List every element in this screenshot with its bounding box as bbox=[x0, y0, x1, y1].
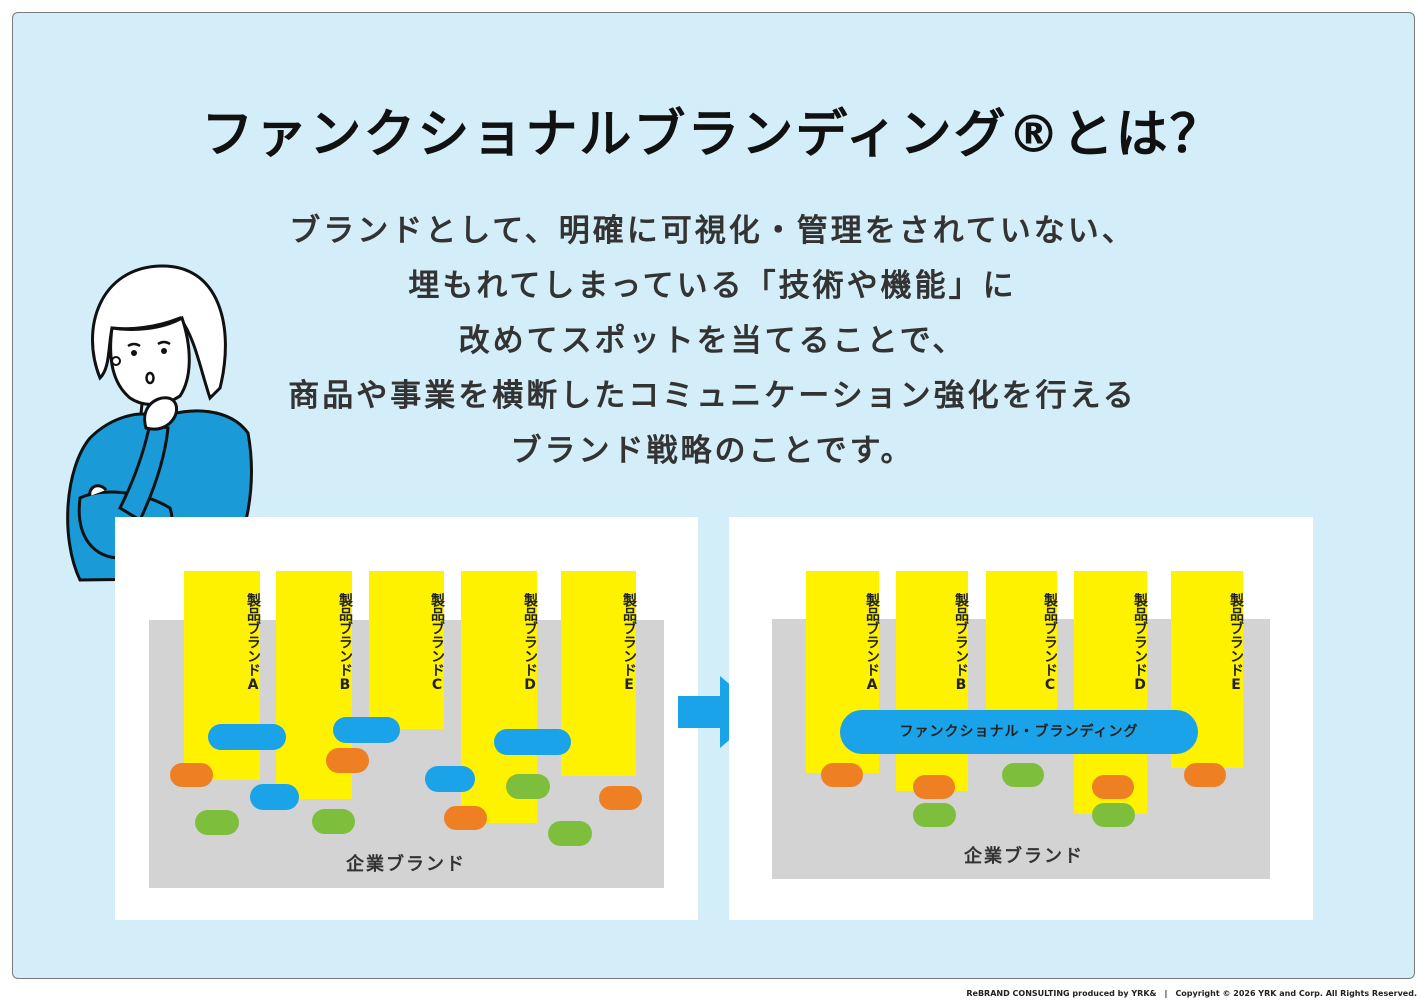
function-pill-blue bbox=[494, 729, 571, 755]
product-brand-column-d: 製品ブランドD bbox=[1074, 571, 1148, 814]
function-pill-orange bbox=[1092, 775, 1134, 799]
product-brand-label: 製品ブランドC bbox=[429, 593, 445, 693]
product-brand-label: 製品ブランドD bbox=[1132, 593, 1148, 693]
product-brand-column-e: 製品ブランドE bbox=[561, 571, 637, 776]
function-pill-orange bbox=[821, 763, 863, 787]
product-brand-column-c: 製品ブランドC bbox=[369, 571, 445, 729]
function-pill-green bbox=[1092, 803, 1135, 827]
function-pill-green bbox=[312, 809, 355, 834]
description-line-1: ブランドとして、明確に可視化・管理をされていない、 bbox=[289, 213, 1136, 249]
corporate-brand-label: 企業ブランド bbox=[346, 854, 466, 875]
page-title: ファンクショナルブランディング®とは？ bbox=[201, 105, 1224, 165]
description-line-4: 商品や事業を横断したコミュニケーション強化を行える bbox=[288, 378, 1137, 414]
product-brand-label: 製品ブランドB bbox=[337, 593, 353, 693]
product-brand-label: 製品ブランドD bbox=[522, 593, 538, 693]
product-brand-label: 製品ブランドE bbox=[1228, 593, 1244, 693]
footer-copyright: ReBRAND CONSULTING produced by YRK& | Co… bbox=[966, 989, 1417, 998]
function-pill-blue bbox=[425, 766, 475, 792]
product-brand-label: 製品ブランドA bbox=[864, 593, 880, 693]
function-pill-blue bbox=[208, 724, 286, 750]
function-pill-green bbox=[1002, 763, 1044, 787]
description-line-3: 改めてスポットを当てることで、 bbox=[458, 323, 967, 359]
product-brand-column-c: 製品ブランドC bbox=[986, 571, 1058, 723]
function-pill-orange bbox=[913, 775, 955, 799]
function-pill-blue bbox=[333, 717, 400, 743]
functional-branding-bar: ファンクショナル・ブランディング bbox=[840, 710, 1198, 754]
product-brand-label: 製品ブランドC bbox=[1042, 593, 1058, 693]
function-pill-orange bbox=[170, 763, 213, 787]
function-pill-blue bbox=[250, 784, 299, 810]
function-pill-green bbox=[506, 774, 550, 799]
function-pill-green bbox=[548, 821, 592, 846]
product-brand-column-b: 製品ブランドB bbox=[896, 571, 969, 791]
function-pill-green bbox=[913, 803, 956, 827]
corporate-brand-label: 企業ブランド bbox=[964, 846, 1084, 867]
function-pill-green bbox=[195, 810, 239, 835]
description: ブランドとして、明確に可視化・管理をされていない、 埋もれてしまっている「技術や… bbox=[0, 204, 1425, 479]
product-brand-label: 製品ブランドE bbox=[621, 593, 637, 693]
product-brand-label: 製品ブランドA bbox=[245, 593, 261, 693]
function-pill-orange bbox=[1184, 763, 1226, 787]
function-pill-orange bbox=[444, 806, 487, 830]
function-pill-orange bbox=[599, 786, 642, 810]
function-pill-orange bbox=[326, 748, 369, 773]
product-brand-label: 製品ブランドB bbox=[953, 593, 969, 693]
description-line-5: ブランド戦略のことです。 bbox=[510, 433, 915, 469]
description-line-2: 埋もれてしまっている「技術や機能」に bbox=[408, 268, 1017, 304]
